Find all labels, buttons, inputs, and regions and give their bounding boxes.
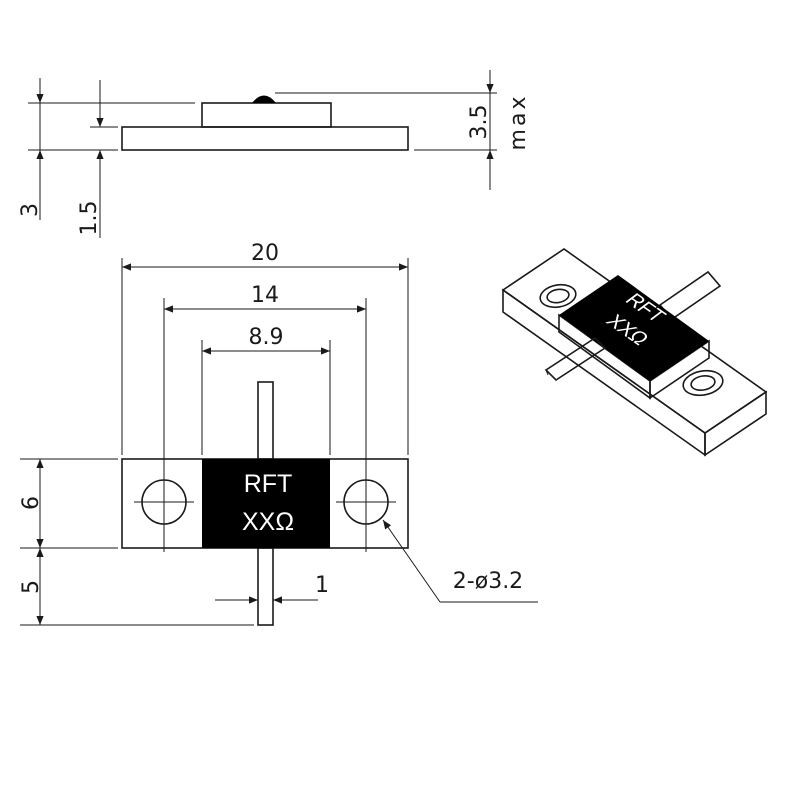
- dim-hole-spacing: 14: [251, 283, 279, 308]
- top-lead-upper: [257, 381, 274, 460]
- iso-hole-left: [539, 283, 577, 309]
- iso-body-top: [559, 275, 709, 381]
- callout-leader: [382, 519, 441, 603]
- dim-side-total-height: 3: [18, 203, 43, 217]
- dim-hole-callout: 2-ø3.2: [453, 569, 523, 594]
- iso-hole-right: [682, 369, 724, 397]
- iso-hole-left-inner: [546, 288, 570, 304]
- side-body: [201, 102, 332, 128]
- marking-line-1: RFT: [244, 470, 293, 498]
- side-view: 3 1.5 3.5 max: [18, 70, 531, 238]
- dim-total-width: 20: [251, 241, 279, 266]
- dim-lead-length: 5: [19, 580, 44, 594]
- top-lead-lower: [257, 547, 274, 626]
- dim-side-max-height: 3.5: [467, 105, 492, 140]
- resistor-body: [202, 459, 330, 548]
- iso-lead-front: [544, 336, 607, 382]
- iso-hole-right-inner: [690, 374, 716, 392]
- side-lead-bump: [252, 95, 276, 103]
- iso-flange-top: [501, 248, 768, 434]
- top-view: RFT XXΩ 20 14 8.9 6 5 1 2-ø: [19, 241, 538, 626]
- dim-lead-width: 1: [315, 573, 329, 598]
- dim-flange-height: 6: [19, 496, 44, 510]
- iso-flange-right-face: [704, 390, 767, 457]
- isometric-view: RFT XXΩ: [501, 248, 768, 457]
- dim-side-max-label: max: [506, 94, 531, 151]
- dim-body-width: 8.9: [249, 325, 284, 350]
- side-flange: [121, 126, 409, 151]
- dim-side-flange-thickness: 1.5: [77, 201, 102, 236]
- marking-line-2: XXΩ: [242, 508, 294, 536]
